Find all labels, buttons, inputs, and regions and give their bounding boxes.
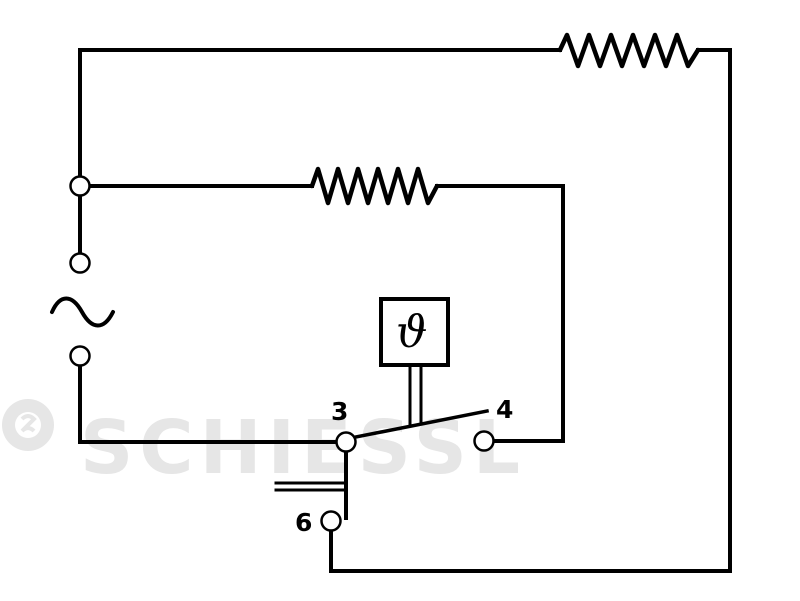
middle-resistor [309,166,440,206]
supply-terminal-upper [69,252,91,274]
watermark-logo-icon [2,399,54,451]
supply-terminal-lower [69,345,91,367]
sensor-box [379,297,450,367]
terminal-6-label: 6 [295,508,312,537]
terminal-4 [473,430,495,452]
supply-wire-bottom [78,364,337,444]
top-loop-wire-right [329,48,732,573]
switch-blade [353,408,490,440]
terminal-6 [320,510,342,532]
top-resistor [557,32,701,69]
middle-branch-wire-right [435,184,565,443]
terminal-3-label: 3 [331,397,348,426]
terminal-3 [335,431,357,453]
top-loop-wire-left [78,48,562,189]
supply-terminal-top [69,175,91,197]
sensor-symbol: ϑ [396,307,427,358]
terminal-4-label: 4 [496,395,513,424]
ac-source-icon [50,296,115,328]
